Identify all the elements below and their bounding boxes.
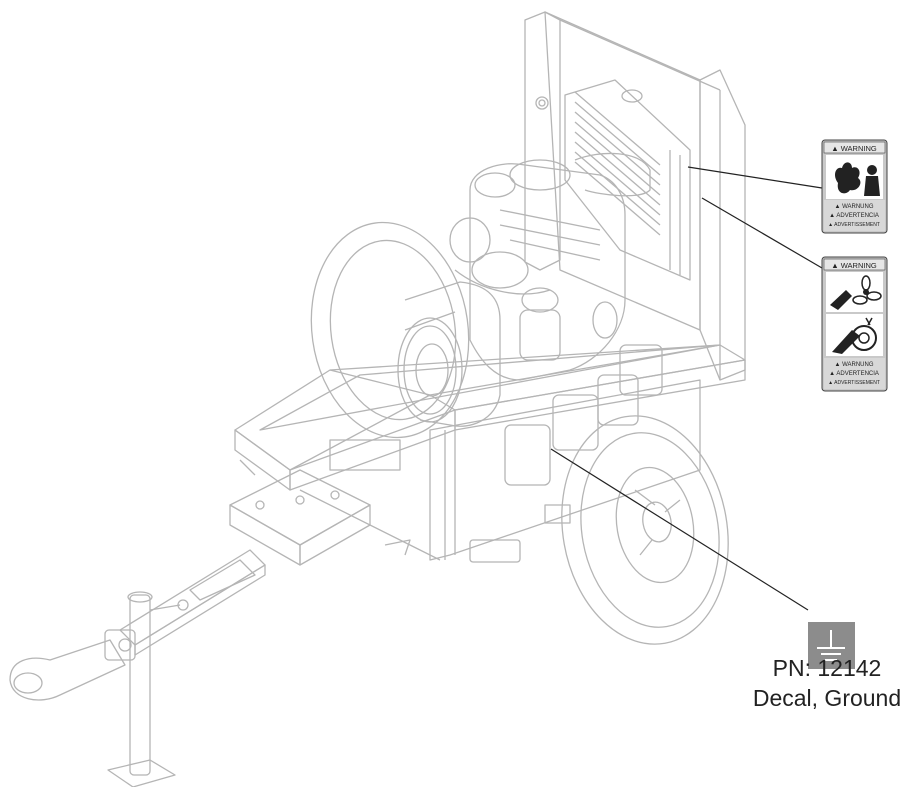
jack-stand [107, 591, 189, 787]
engine [449, 152, 651, 381]
leader-line-warning-2 [701, 197, 823, 269]
battery-boxes [504, 344, 663, 486]
warning-decal-fan-belt: ▲ WARNING ▲ WARNUNG ▲ ADVERTENCIA ▲ ADVE… [821, 256, 888, 392]
decal-1-footer-2: ▲ ADVERTENCIA [829, 213, 879, 219]
trailer-frame [234, 344, 746, 561]
leader-line-warning-1 [687, 166, 823, 189]
leader-lines [550, 166, 823, 611]
ground-decal [808, 622, 855, 669]
coupler [9, 629, 136, 701]
ground-decal-description: Decal, Ground [752, 685, 902, 711]
tongue-hitch [119, 469, 371, 656]
decal-2-footer-2: ▲ ADVERTENCIA [829, 371, 879, 377]
hot-surface-burn-icon [826, 155, 883, 199]
belt-pinch-hand-icon [826, 314, 883, 356]
decal-1-footer-1: ▲ WARNUNG [834, 204, 873, 210]
radiator-core [564, 79, 691, 281]
fan-blade-hand-icon [826, 272, 883, 312]
decal-2-footer-1: ▲ WARNUNG [834, 362, 873, 368]
decal-1-header: ▲ WARNING [831, 144, 877, 153]
decal-2-header: ▲ WARNING [831, 261, 877, 270]
generator-line-art [9, 11, 746, 787]
leader-line-ground [550, 448, 809, 611]
ground-decal-part-number: PN: 12142 [772, 655, 882, 681]
front-right-wheel [561, 415, 729, 645]
rear-left-wheel [310, 221, 470, 439]
decal-1-footer-3: ▲ ADVERTISSEMENT [828, 222, 880, 228]
ground-symbol-icon [817, 630, 845, 661]
warning-decal-hot-surface: ▲ WARNING ▲ WARNUNG ▲ ADVERTENCIA ▲ ADVE… [821, 139, 888, 234]
decal-2-footer-3: ▲ ADVERTISSEMENT [828, 380, 880, 386]
alternator [397, 281, 501, 427]
